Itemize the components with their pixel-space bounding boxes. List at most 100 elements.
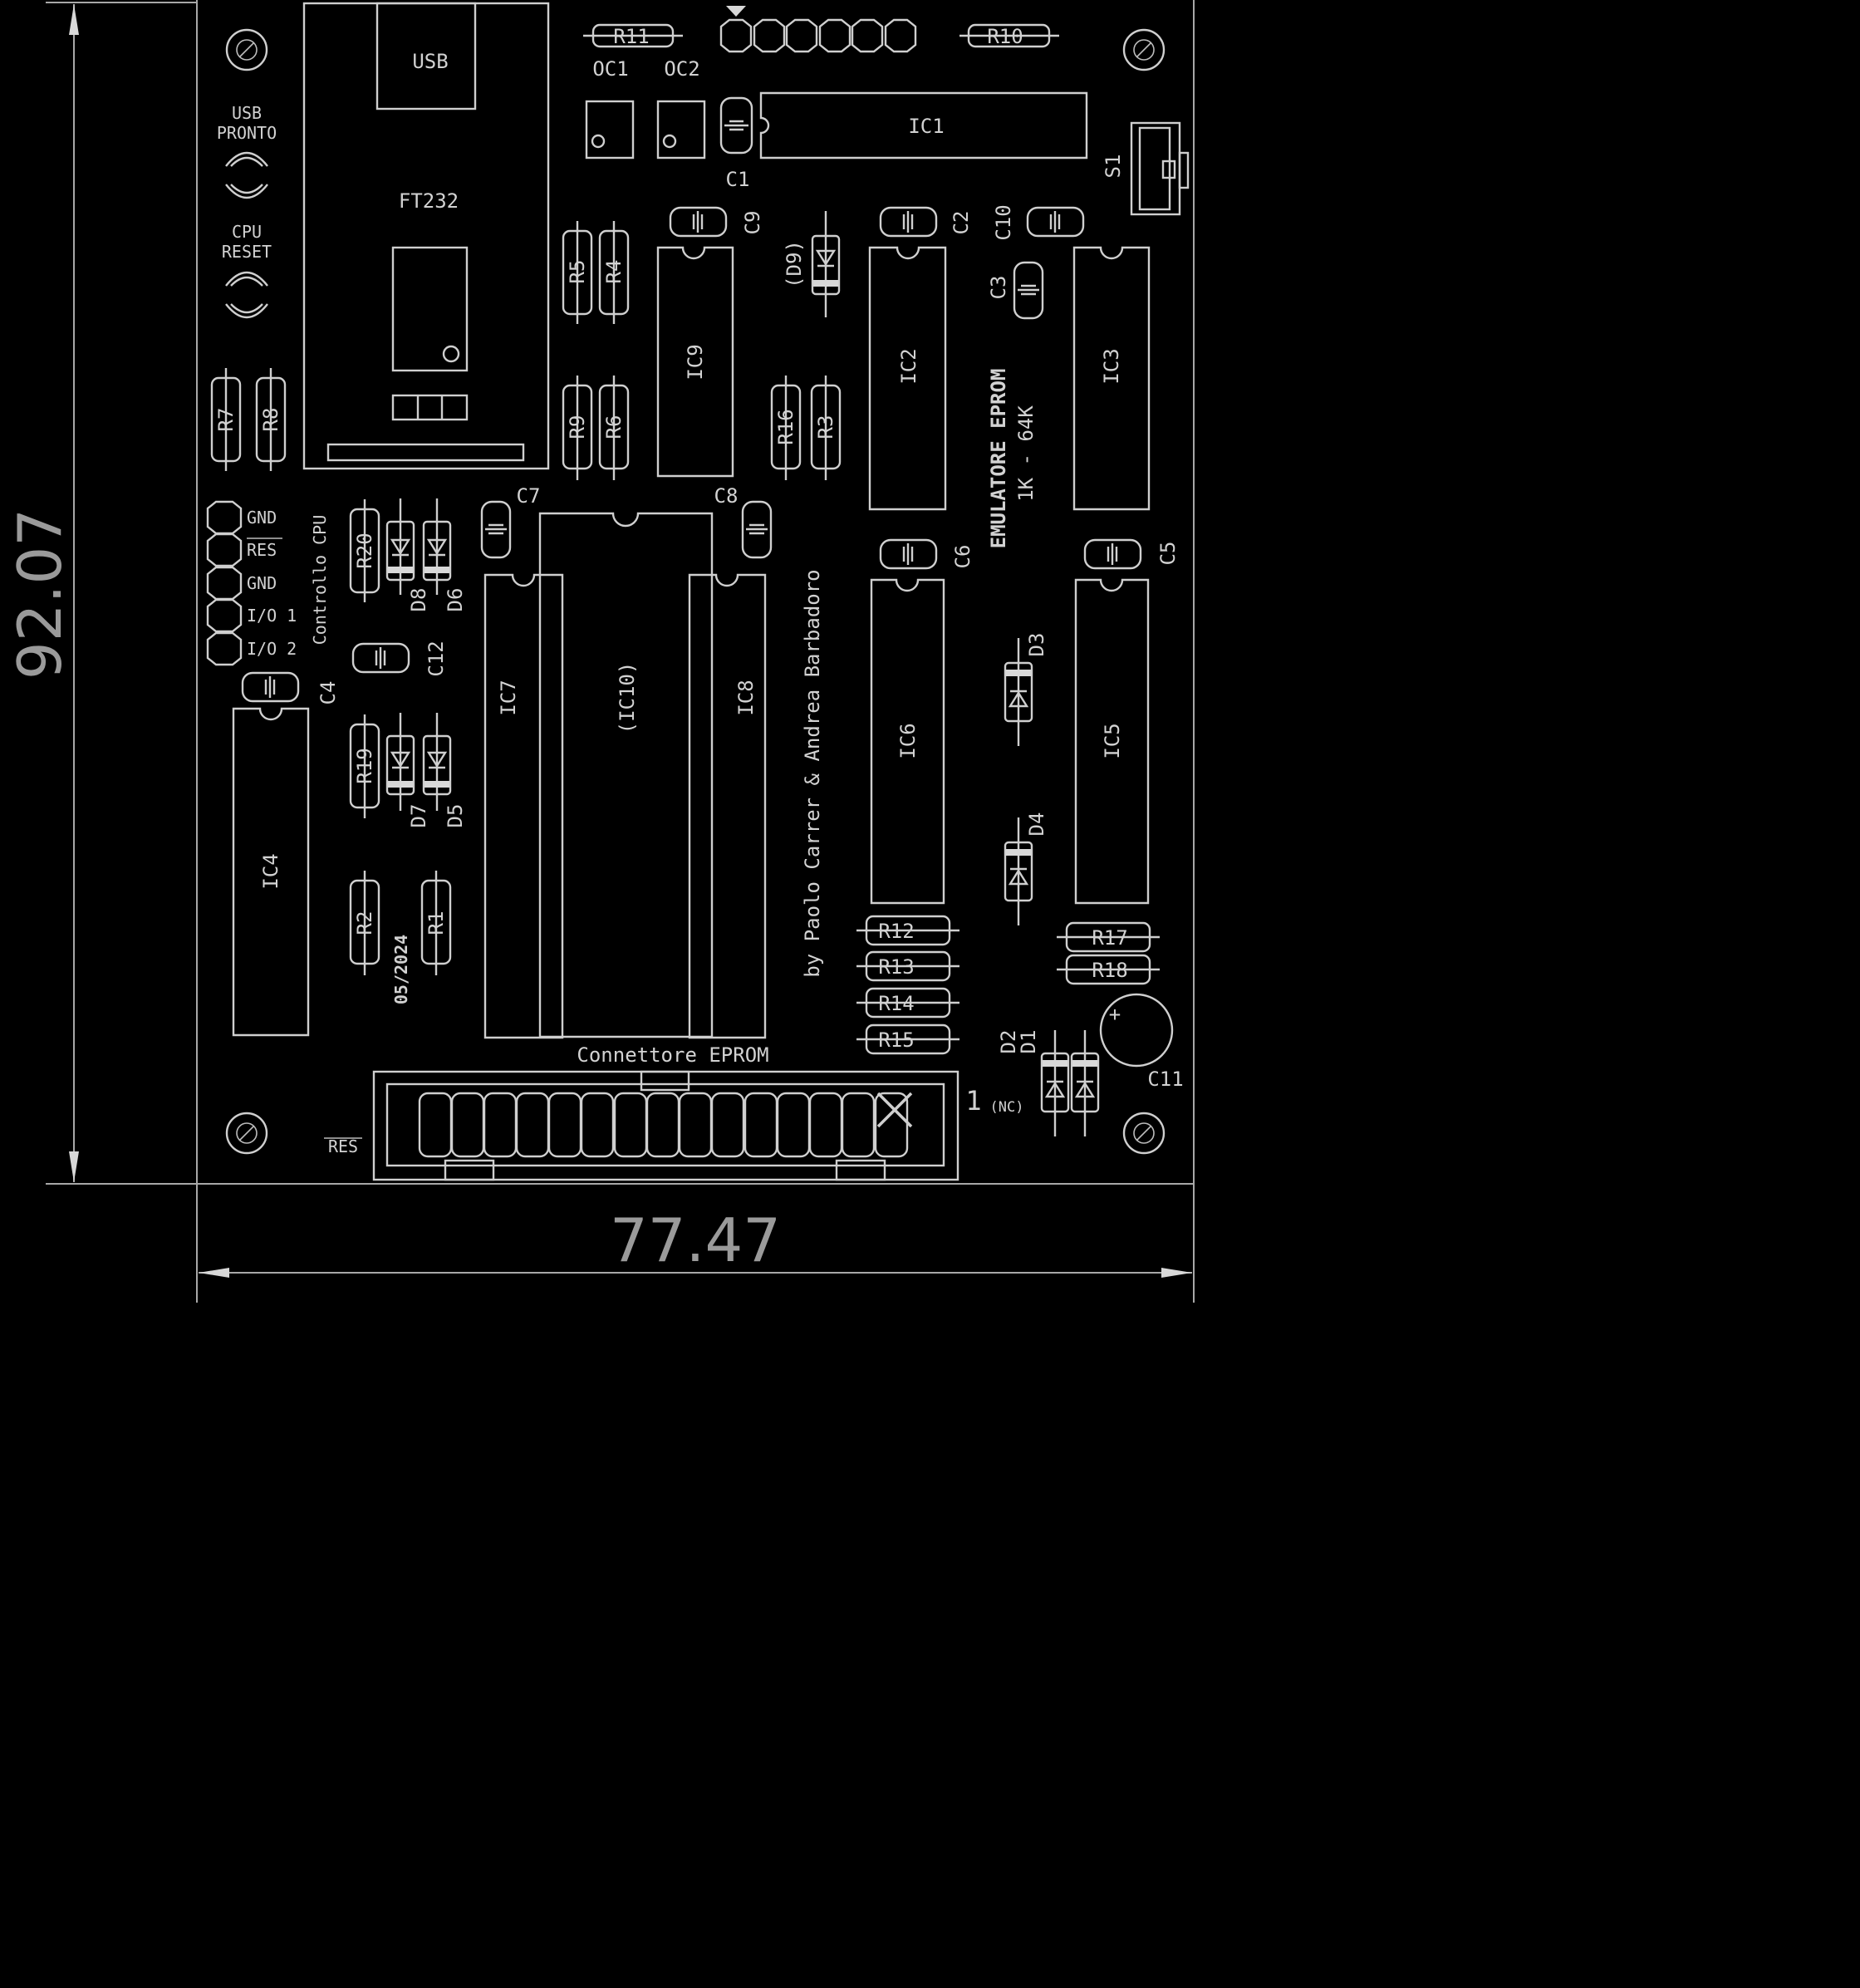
d6-label: D6: [444, 588, 467, 612]
r16-label: R16: [774, 409, 797, 444]
pin-gnd-2-label: GND: [247, 573, 277, 593]
s1-label: S1: [1102, 155, 1125, 179]
r17-label: R17: [1092, 926, 1127, 950]
c6-label: C6: [951, 545, 974, 569]
eprom-connector-label: Connettore EPROM: [577, 1043, 768, 1067]
resistor-r7: [210, 368, 242, 471]
capacitor-c2: [879, 206, 938, 238]
optocouplers: [585, 100, 706, 160]
capacitor-c4: [241, 671, 300, 703]
authors-credit: by Paolo Carrer & Andrea Barbadoro: [801, 569, 824, 977]
diode-d4: [1004, 817, 1033, 925]
ic9-chip: [656, 246, 734, 478]
c4-label: C4: [317, 681, 340, 705]
r9-label: R9: [566, 415, 589, 439]
d5-label: D5: [444, 804, 467, 828]
resistor-r6: [598, 376, 630, 480]
r2-label: R2: [353, 911, 376, 935]
c8-label: C8: [714, 484, 739, 508]
ic7-chip: [483, 573, 564, 1039]
oc1-label: OC1: [592, 57, 628, 81]
r14-label: R14: [878, 992, 914, 1015]
resistor-r19: [349, 714, 380, 818]
pin-gnd-1-label: GND: [247, 508, 277, 528]
capacitor-c7: [480, 500, 512, 559]
r3-label: R3: [814, 415, 837, 439]
c11-label: C11: [1147, 1068, 1183, 1091]
ic4-chip: [232, 707, 310, 1037]
r12-label: R12: [878, 920, 914, 943]
ic3-label: IC3: [1100, 348, 1123, 384]
resistor-r17: [1057, 921, 1160, 953]
eprom-connector: [372, 1070, 959, 1181]
resistor-r8: [255, 368, 287, 471]
diode-d3: [1004, 638, 1033, 746]
ic10-socket: [538, 512, 714, 1038]
d4-label: D4: [1025, 812, 1048, 837]
r7-label: R7: [214, 408, 238, 432]
capacitor-c5: [1083, 538, 1142, 570]
ft232-label: FT232: [399, 189, 459, 213]
resistor-r11: [583, 23, 683, 48]
usb-label: USB: [412, 50, 448, 73]
r10-label: R10: [987, 25, 1023, 48]
pcb-silkscreen-diagram: 92.07 77.47 USB PRONTO CPU RESET USB FT2…: [5, 0, 1195, 1303]
ic2-label: IC2: [897, 348, 920, 384]
c11-plus-sign: +: [1109, 1003, 1121, 1026]
capacitor-c3: [1013, 261, 1044, 320]
switch-s1: [1130, 121, 1190, 216]
diode-d8: [385, 498, 415, 595]
width-dimension-label: 77.47: [610, 1205, 781, 1275]
r8-label: R8: [259, 408, 282, 432]
r5-label: R5: [566, 260, 589, 284]
ic1-chip: [759, 91, 1088, 160]
capacitor-c10: [1026, 206, 1085, 238]
ic4-label: IC4: [259, 853, 282, 889]
led-indicators: [225, 151, 268, 319]
diode-d9: [811, 211, 841, 317]
resistor-r10: [959, 23, 1059, 48]
r13-label: R13: [878, 955, 914, 979]
resistor-r5: [562, 221, 593, 324]
resistor-r3: [810, 376, 842, 480]
ic1-label: IC1: [908, 115, 944, 138]
ic5-label: IC5: [1101, 723, 1124, 758]
ic2-chip: [868, 246, 947, 511]
ic6-label: IC6: [896, 723, 920, 758]
capacitor-c1: [719, 96, 753, 155]
ic5-chip: [1074, 578, 1150, 905]
ic10-label: (IC10): [616, 662, 639, 734]
c2-label: C2: [950, 211, 973, 235]
resistor-r18: [1057, 954, 1160, 985]
ic8-chip: [688, 573, 767, 1039]
board-title-1: EMULATORE EPROM: [987, 369, 1010, 549]
cpu-control-label: Controllo CPU: [310, 515, 330, 645]
pin-res-label: RES: [247, 540, 277, 560]
r6-label: R6: [602, 415, 626, 439]
dimension-lines: [46, 0, 1195, 1303]
resistor-r16: [770, 376, 802, 480]
resistor-r1: [420, 871, 452, 975]
resistor-r9: [562, 376, 593, 480]
resistor-r15: [856, 1023, 959, 1055]
capacitor-c6: [879, 538, 938, 570]
c1-label: C1: [726, 168, 750, 191]
oc2-label: OC2: [664, 57, 699, 81]
pin-io1-label: I/O 1: [247, 606, 297, 626]
cpu-control-header: [206, 500, 243, 666]
d9-label: (D9): [783, 240, 806, 288]
ft232-module: [302, 2, 550, 470]
diode-d6: [422, 498, 452, 595]
ic9-label: IC9: [684, 344, 707, 380]
ic8-label: IC8: [734, 680, 758, 715]
date-label: 05/2024: [391, 935, 411, 1004]
ic7-label: IC7: [497, 680, 520, 715]
res-connector-label: RES: [328, 1136, 358, 1156]
c7-label: C7: [517, 484, 541, 508]
diode-d7: [385, 713, 415, 811]
c5-label: C5: [1156, 542, 1180, 566]
c12-label: C12: [425, 641, 448, 676]
d7-label: D7: [407, 804, 430, 828]
resistor-r12: [856, 915, 959, 946]
resistor-r2: [349, 871, 380, 975]
